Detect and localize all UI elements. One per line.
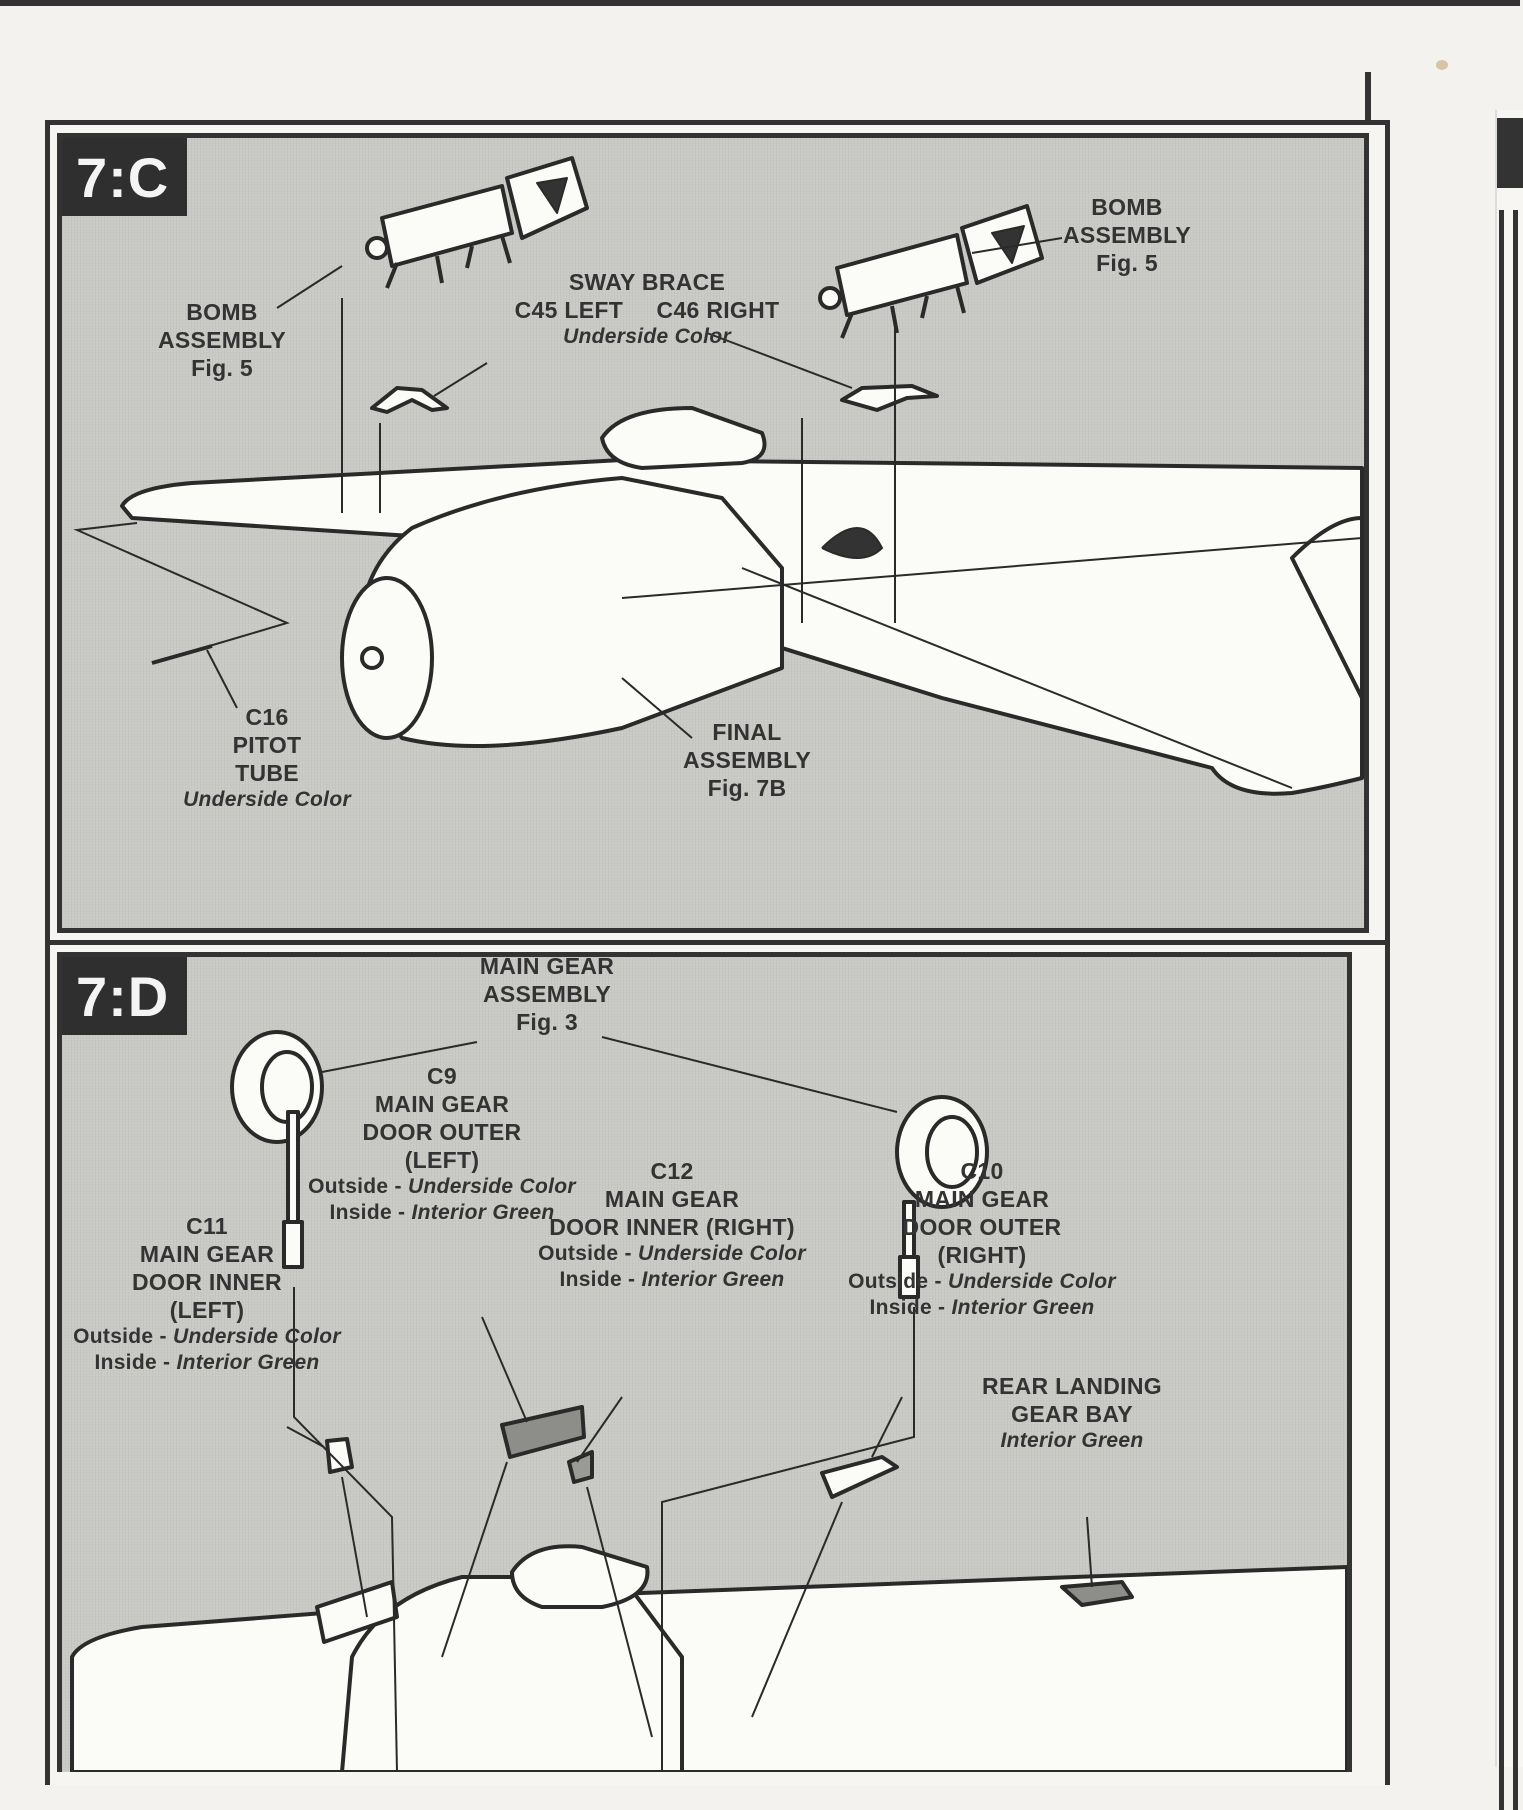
callout-line: DOOR INNER (RIGHT) [549,1214,795,1240]
nose-drawing [340,576,434,740]
callout-part-number: C11 [186,1213,228,1239]
callout-part-numbers: C45 LEFT C46 RIGHT [514,297,780,323]
door-c10-drawing [820,1455,899,1499]
callout-line: MAIN GEAR [604,1186,740,1212]
callout-line: ASSEMBLY [482,981,612,1007]
callout-line: ASSEMBLY [1062,222,1192,248]
callout-line: GEAR BAY [1011,1401,1133,1427]
door-c11-drawing [325,1437,354,1474]
callout-line: DOOR OUTER [902,1214,1062,1240]
callout-line: (LEFT) [169,1297,245,1323]
callout-part-number: C9 [426,1063,457,1089]
callout-figure-ref: Fig. 5 [1096,250,1158,276]
callout-line: REAR LANDING [982,1373,1162,1399]
outside-paint-color: Underside Color [637,1242,806,1265]
outside-paint-color: Underside Color [172,1325,341,1348]
callout-line: MAIN GEAR [914,1186,1050,1212]
paper-stain [1436,60,1448,70]
inside-label: Inside - [869,1296,952,1319]
step-badge: 7:C [62,138,188,216]
step-7c-panel: 7:C [57,133,1369,933]
sway-brace-left-drawing [370,386,449,414]
outside-label: Outside - [73,1325,173,1348]
callout-c12: C12 MAIN GEAR DOOR INNER (RIGHT) Outside… [522,1157,822,1293]
callout-line: ASSEMBLY [157,327,287,353]
callout-line: MAIN GEAR [374,1091,510,1117]
callout-part-number: C12 [650,1158,694,1184]
tail-drawing [1290,516,1364,700]
callout-figure-ref: Fig. 7B [707,775,787,801]
bomb-left-drawing [365,156,589,289]
step-7c-illustration [73,156,1364,796]
callout-line: DOOR INNER [132,1269,282,1295]
inside-label: Inside - [94,1351,177,1374]
bomb-drawing [315,1580,399,1644]
callout-line: MAIN GEAR [139,1241,275,1267]
step-7d-panel: 7:D [57,952,1352,1772]
callout-line: (LEFT) [404,1147,480,1173]
rear-gear-bay-drawing [1060,1580,1134,1607]
callout-c11: C11 MAIN GEAR DOOR INNER (LEFT) Outside … [62,1212,357,1376]
outside-label: Outside - [308,1175,408,1198]
callout-paint-color: Interior Green [1000,1429,1144,1452]
callout-figure-ref: Fig. 5 [191,355,253,381]
main-gear-right-drawing [895,1095,989,1299]
callout-line: BOMB [1091,194,1163,220]
callout-line: ASSEMBLY [682,747,812,773]
inside-paint-color: Interior Green [176,1351,320,1374]
callout-line: BOMB [186,299,258,325]
adjacent-page-strip [1495,110,1523,1810]
callout-pitot-tube: C16 PITOT TUBE Underside Color [172,703,362,813]
callout-main-gear-assembly: MAIN GEAR ASSEMBLY Fig. 3 [472,953,622,1036]
bomb-right-drawing [818,204,1044,339]
callout-part-number: C16 [245,704,289,730]
callout-rear-landing-gear-bay: REAR LANDING GEAR BAY Interior Green [962,1372,1182,1454]
outside-label: Outside - [848,1270,948,1293]
page-top-edge [0,0,1520,6]
callout-bomb-assembly-right: BOMB ASSEMBLY Fig. 5 [1052,193,1202,277]
inside-label: Inside - [559,1268,642,1291]
wing-drawing [70,1565,1347,1772]
door-c12-drawing [567,1450,594,1484]
callout-c9: C9 MAIN GEAR DOOR OUTER (LEFT) Outside -… [292,1062,592,1226]
callout-line: FINAL [712,719,782,745]
sway-brace-right-drawing [840,384,939,412]
inside-paint-color: Interior Green [641,1268,785,1291]
callout-paint-color: Underside Color [183,788,351,811]
callout-title: SWAY BRACE [568,269,726,295]
callout-line: PITOT [232,732,302,758]
callout-figure-ref: Fig. 3 [516,1009,578,1035]
inside-paint-color: Interior Green [951,1296,1095,1319]
callout-part-number: C10 [960,1158,1004,1184]
outside-paint-color: Underside Color [947,1270,1116,1293]
callout-line: TUBE [235,760,299,786]
callout-line: MAIN GEAR [479,953,615,979]
callout-paint-color: Underside Color [563,325,731,348]
inside-label: Inside - [329,1201,412,1224]
drop-tank-drawing [600,406,767,470]
callout-bomb-assembly-left: BOMB ASSEMBLY Fig. 5 [152,298,292,382]
callout-final-assembly: FINAL ASSEMBLY Fig. 7B [672,718,822,802]
callout-c10: C10 MAIN GEAR DOOR OUTER (RIGHT) Outside… [832,1157,1132,1321]
step-7d-illustration [70,1030,1347,1772]
main-gear-left-drawing [230,1030,324,1269]
step-badge: 7:D [62,957,188,1035]
callout-sway-brace: SWAY BRACE C45 LEFT C46 RIGHT Underside … [497,268,797,350]
callout-line: DOOR OUTER [362,1119,522,1145]
callout-line: (RIGHT) [937,1242,1027,1268]
drop-tank-drawing [510,1544,650,1609]
outside-label: Outside - [538,1242,638,1265]
inside-paint-color: Interior Green [411,1201,555,1224]
outside-paint-color: Underside Color [407,1175,576,1198]
door-c9-drawing [500,1405,586,1459]
